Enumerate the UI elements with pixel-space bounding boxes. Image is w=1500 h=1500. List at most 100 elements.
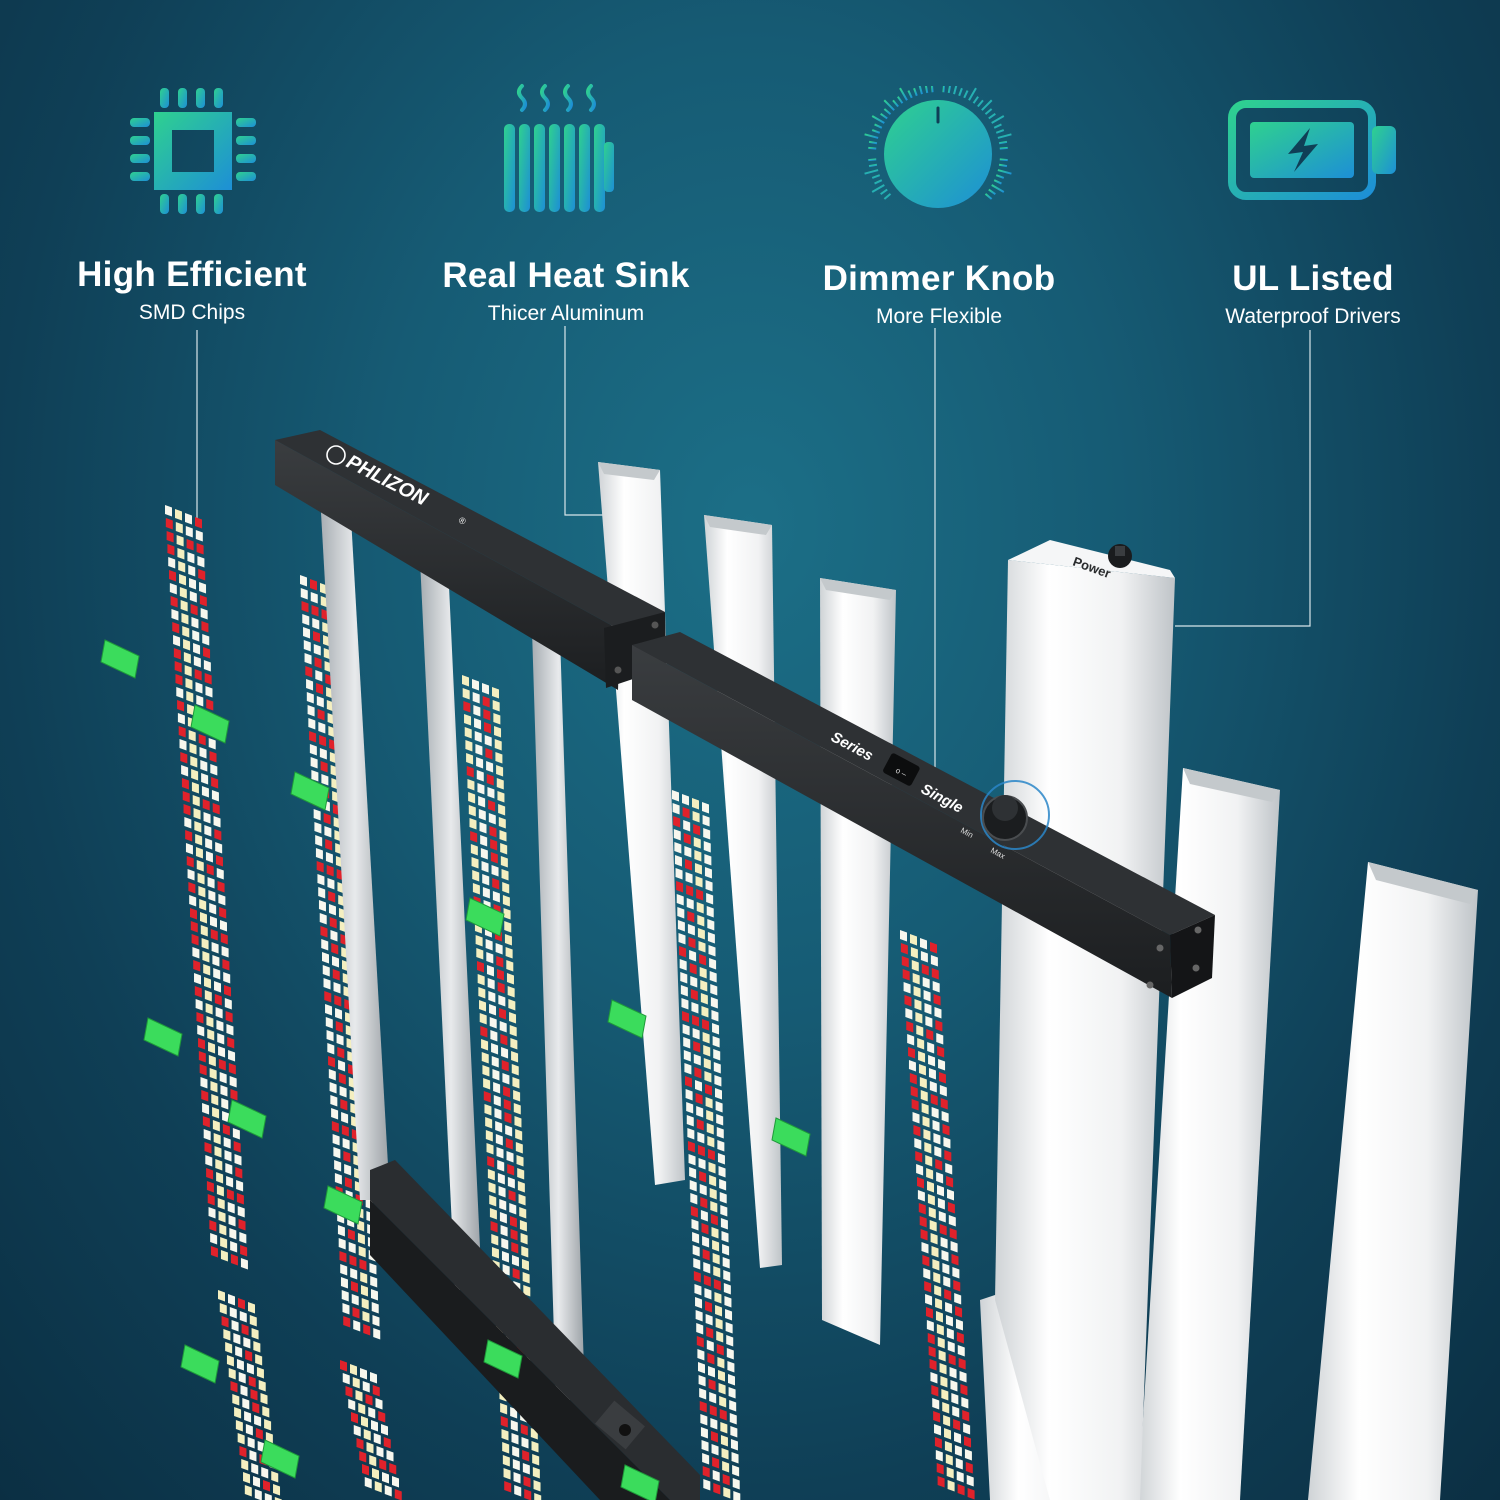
led-chip bbox=[699, 1401, 707, 1413]
led-chip bbox=[244, 1485, 252, 1497]
led-chip bbox=[249, 1450, 257, 1462]
led-chip bbox=[198, 1038, 206, 1050]
led-chip bbox=[216, 1020, 224, 1032]
led-chip bbox=[687, 1127, 695, 1140]
led-chip bbox=[923, 1129, 931, 1141]
led-chip bbox=[956, 1331, 964, 1344]
led-chip bbox=[344, 1163, 352, 1176]
led-chip bbox=[703, 1478, 711, 1491]
led-chip bbox=[217, 1197, 225, 1210]
led-chip bbox=[241, 1324, 249, 1336]
led-chip bbox=[510, 1406, 518, 1419]
led-chip bbox=[921, 1102, 929, 1115]
led-chip bbox=[711, 1443, 719, 1456]
led-chip bbox=[688, 1154, 696, 1166]
led-chip bbox=[497, 1160, 505, 1172]
tick-mark bbox=[984, 193, 993, 200]
led-chip bbox=[472, 679, 479, 691]
led-chip bbox=[190, 921, 198, 933]
led-chip bbox=[348, 1241, 356, 1254]
led-chip bbox=[726, 1347, 734, 1360]
led-chip bbox=[691, 1218, 699, 1231]
led-chip bbox=[169, 583, 177, 595]
led-chip bbox=[234, 1406, 242, 1419]
series-single-switch[interactable]: o – bbox=[882, 752, 921, 786]
led-chip bbox=[521, 1245, 529, 1258]
led-chip bbox=[927, 1041, 935, 1054]
led-chip bbox=[464, 727, 472, 739]
led-chip bbox=[920, 1090, 928, 1102]
led-chip bbox=[198, 1050, 206, 1063]
led-chip bbox=[497, 791, 505, 803]
led-chip bbox=[693, 1270, 701, 1283]
led-chip bbox=[471, 857, 479, 869]
led-chip bbox=[351, 1294, 359, 1306]
led-chip bbox=[906, 1021, 914, 1033]
led-chip bbox=[511, 1064, 519, 1076]
led-chip bbox=[204, 977, 212, 989]
led-chip bbox=[212, 803, 220, 815]
led-chip bbox=[224, 998, 232, 1010]
led-chip bbox=[500, 1034, 508, 1046]
led-chip bbox=[210, 764, 218, 776]
led-chip bbox=[719, 1191, 727, 1204]
led-chip bbox=[206, 864, 214, 876]
led-chip bbox=[181, 765, 189, 777]
led-chip bbox=[721, 1231, 729, 1243]
led-chip bbox=[341, 1112, 349, 1124]
led-chip bbox=[255, 1353, 263, 1366]
led-chip bbox=[226, 1024, 234, 1036]
led-chip bbox=[472, 870, 480, 882]
led-chip bbox=[230, 1254, 238, 1266]
led-chip bbox=[491, 1056, 499, 1068]
led-chip bbox=[678, 932, 686, 945]
led-chip bbox=[699, 1388, 707, 1400]
led-chip bbox=[328, 891, 336, 903]
led-chip bbox=[958, 1358, 966, 1370]
led-chip bbox=[673, 829, 681, 841]
led-chip bbox=[482, 1064, 490, 1077]
tick-mark bbox=[931, 86, 934, 93]
led-chip bbox=[940, 1097, 948, 1110]
led-chip bbox=[363, 1429, 371, 1441]
led-chip bbox=[220, 933, 228, 945]
led-chip bbox=[702, 802, 709, 814]
led-chip bbox=[950, 1240, 958, 1253]
led-chip bbox=[935, 1019, 943, 1032]
led-chip bbox=[507, 1164, 515, 1176]
led-chip bbox=[499, 1008, 507, 1020]
led-chip bbox=[211, 777, 219, 789]
led-chip bbox=[228, 1050, 236, 1062]
led-chip bbox=[674, 841, 682, 854]
led-chip bbox=[330, 930, 338, 942]
led-chip bbox=[679, 946, 687, 958]
led-chip bbox=[215, 1007, 223, 1019]
led-chip bbox=[682, 806, 690, 819]
led-chip bbox=[469, 818, 477, 830]
led-chip bbox=[194, 973, 202, 985]
led-chip bbox=[913, 986, 921, 998]
led-chip bbox=[224, 1150, 232, 1162]
led-chip bbox=[238, 1218, 246, 1231]
led-chip bbox=[320, 761, 328, 773]
led-chip bbox=[210, 1233, 218, 1245]
led-chip bbox=[696, 1119, 704, 1131]
led-chip bbox=[499, 1199, 507, 1211]
led-chip bbox=[696, 901, 704, 914]
led-chip bbox=[522, 1450, 530, 1462]
led-chip bbox=[204, 1141, 212, 1154]
led-chip bbox=[713, 1061, 721, 1074]
feature-subtitle: More Flexible bbox=[875, 305, 1003, 328]
led-chip bbox=[206, 1016, 214, 1028]
dimmer-knob[interactable] bbox=[980, 780, 1050, 850]
led-chip bbox=[188, 730, 196, 742]
led-chip bbox=[957, 1345, 965, 1357]
led-chip bbox=[932, 1259, 940, 1271]
led-chip bbox=[722, 1474, 730, 1486]
led-chip bbox=[340, 1360, 347, 1372]
led-chip bbox=[952, 1267, 960, 1279]
led-chip bbox=[512, 1267, 520, 1280]
led-chip bbox=[925, 1016, 933, 1028]
led-chip bbox=[700, 1413, 708, 1426]
led-chip bbox=[910, 1085, 918, 1098]
